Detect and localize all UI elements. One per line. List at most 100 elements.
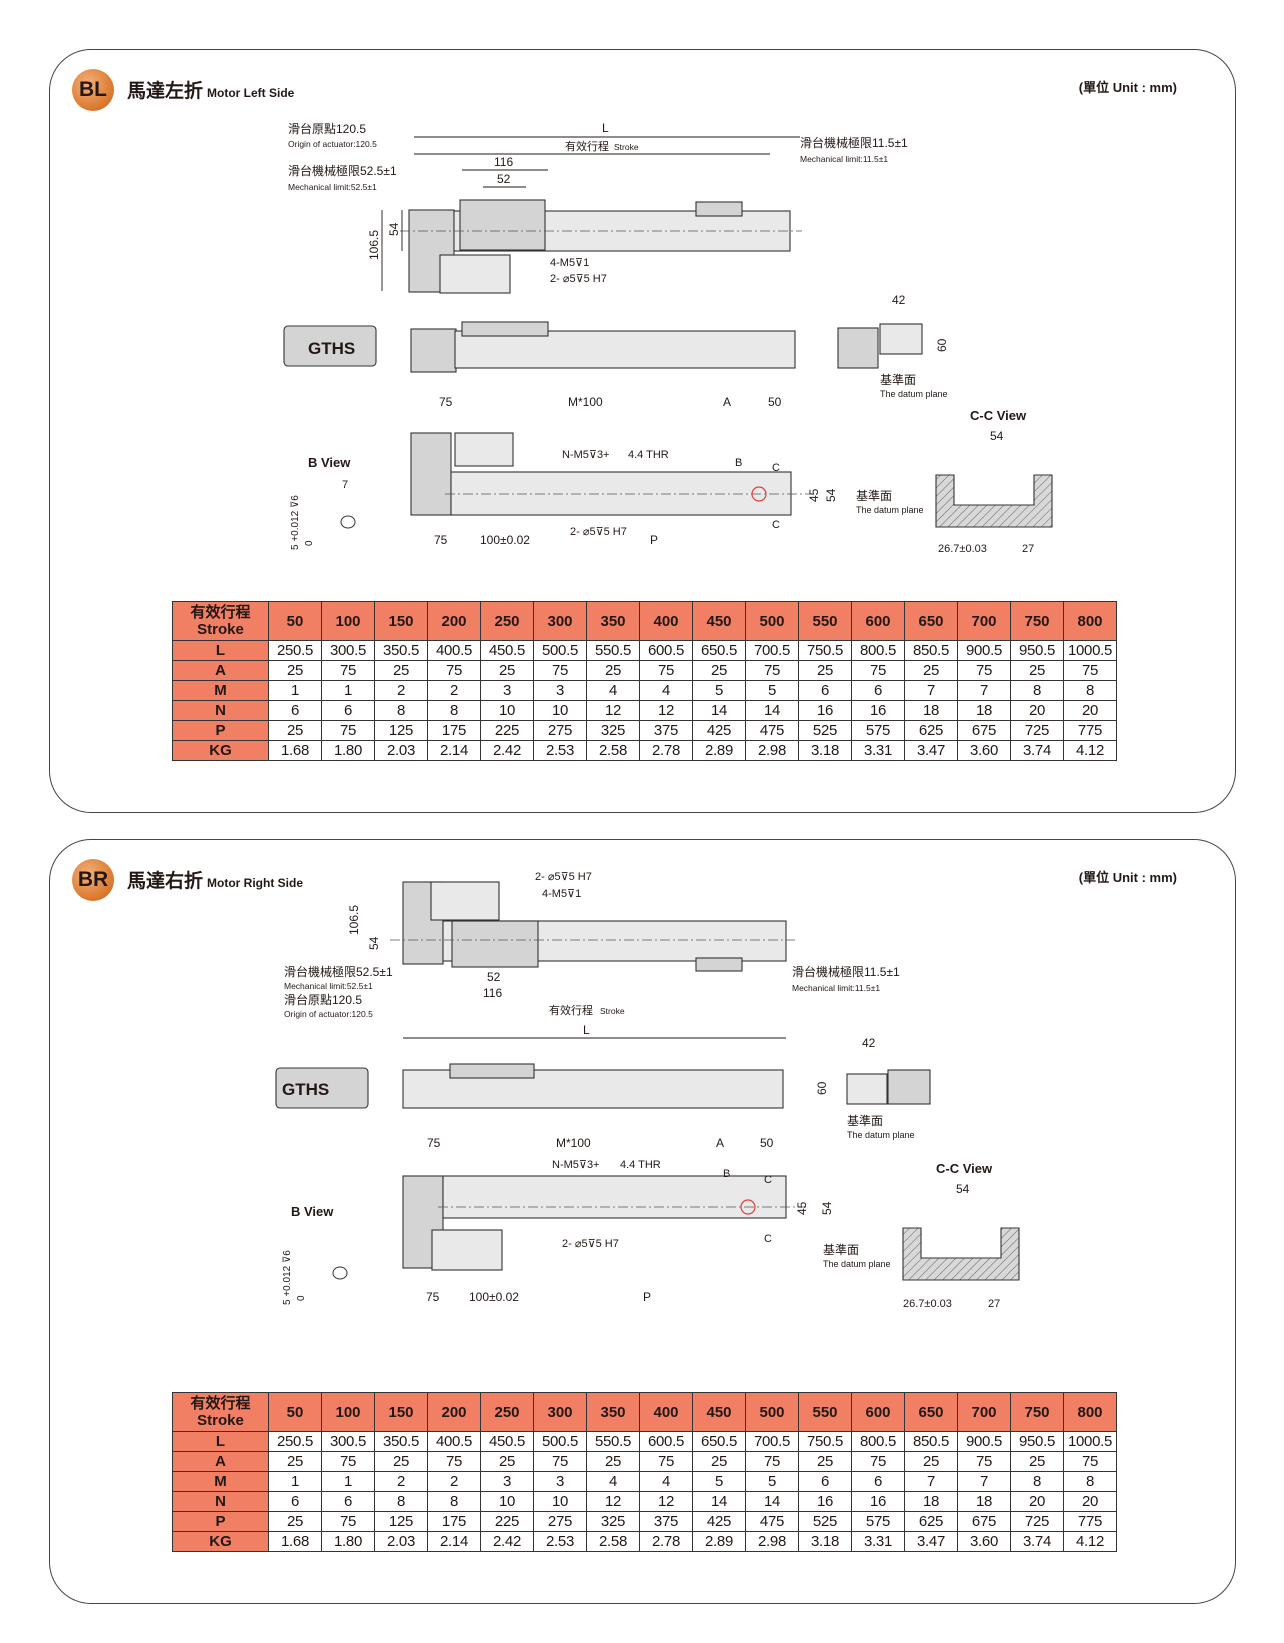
table-cell: 800.5 (851, 640, 905, 661)
stroke-label-en: Stroke (614, 142, 639, 152)
stroke-cell: 200 (427, 601, 481, 641)
mech-limit-left-en: Mechanical limit:52.5±1 (288, 182, 377, 192)
table-cell: 8 (427, 1491, 481, 1512)
table-cell: 14 (692, 1491, 746, 1512)
table-cell: 16 (851, 700, 905, 721)
table-cell: 700.5 (745, 1431, 799, 1452)
table-cell: 2.58 (586, 1531, 640, 1552)
table-cell: 6 (321, 1491, 375, 1512)
table-cell: 1.68 (268, 740, 322, 761)
dim-45-label: 45 (807, 488, 821, 502)
stroke-label-cn: 有效行程 (565, 139, 609, 153)
table-cell: 2.14 (427, 740, 481, 761)
table-cell: 325 (586, 720, 640, 741)
table-cell: 1 (268, 1471, 322, 1492)
dim-60-label: 60 (935, 338, 949, 352)
stroke-cell: 800 (1063, 601, 1117, 641)
cc-view-267: 26.7±0.03 (903, 1298, 952, 1310)
mech-limit-left-cn: 滑台機械極限52.5±1 (284, 964, 393, 979)
stroke-cell: 50 (268, 601, 322, 641)
stroke-cell: 300 (533, 1392, 587, 1432)
table-cell: 12 (639, 1491, 693, 1512)
dim-42-label: 42 (862, 1036, 876, 1050)
table-cell: 2 (427, 1471, 481, 1492)
b-view-title: B View (308, 455, 351, 470)
mech-limit-right-cn: 滑台機械極限11.5±1 (792, 964, 900, 979)
b-view-hole (340, 515, 356, 529)
b-view-title: B View (291, 1204, 334, 1219)
table-cell: 550.5 (586, 1431, 640, 1452)
mech-limit-right-en: Mechanical limit:11.5±1 (792, 983, 880, 993)
datum-cn-2: 基準面 (823, 1242, 859, 1257)
table-cell: 600.5 (639, 1431, 693, 1452)
pin-callout: 2- ⌀5⊽5 H7 (535, 871, 592, 883)
table-cell: 4 (586, 680, 640, 701)
table-cell: 5 (745, 680, 799, 701)
table-cell: 450.5 (480, 1431, 534, 1452)
table-cell: 8 (1063, 1471, 1117, 1492)
table-cell: 250.5 (268, 640, 322, 661)
table-cell: 675 (957, 720, 1011, 741)
dim-54-bottom-label: 54 (820, 1201, 834, 1215)
dim-m100-label: M*100 (568, 395, 603, 409)
table-cell: 1000.5 (1063, 1431, 1117, 1452)
dim-75-top: 75 (427, 1136, 441, 1150)
table-cell: 25 (798, 660, 852, 681)
table-cell: 8 (427, 700, 481, 721)
cc-view-27: 27 (1022, 543, 1034, 555)
table-cell: 2.89 (692, 740, 746, 761)
mech-limit-left-cn: 滑台機械極限52.5±1 (288, 163, 397, 178)
table-cell: 20 (1010, 1491, 1064, 1512)
table-cell: 675 (957, 1511, 1011, 1532)
datum-en-2: The datum plane (856, 505, 924, 515)
table-cell: 175 (427, 1511, 481, 1532)
mech-limit-left-en: Mechanical limit:52.5±1 (284, 981, 373, 991)
logo-text: GTHS (308, 339, 355, 358)
datum-en: The datum plane (880, 389, 948, 399)
stroke-cell: 500 (745, 601, 799, 641)
origin-cn: 滑台原點120.5 (288, 121, 366, 136)
table-cell: 275 (533, 1511, 587, 1532)
table-cell: 8 (374, 1491, 428, 1512)
end-view-motor (887, 1069, 931, 1105)
table-cell: 3 (533, 680, 587, 701)
highlight-circle (740, 1199, 756, 1215)
table-cell: 2.78 (639, 1531, 693, 1552)
dim-116-label: 116 (483, 986, 502, 1000)
table-cell: 425 (692, 720, 746, 741)
table-cell: 475 (745, 1511, 799, 1532)
table-cell: 750.5 (798, 1431, 852, 1452)
table-cell: 2.89 (692, 1531, 746, 1552)
table-cell: 775 (1063, 1511, 1117, 1532)
table-cell: 75 (427, 1451, 481, 1472)
motor-body (439, 254, 511, 294)
table-cell: 3.74 (1010, 1531, 1064, 1552)
mech-limit-right-cn: 滑台機械極限11.5±1 (800, 135, 908, 150)
table-cell: 300.5 (321, 640, 375, 661)
motor-right-side-drawing: 106.5 54 2- ⌀5⊽5 H7 4-M5⊽1 滑台機械極限52.5±1 … (275, 871, 1020, 1310)
table-cell: 3.60 (957, 1531, 1011, 1552)
panel-badge: BL (72, 69, 114, 111)
table-cell: 375 (639, 1511, 693, 1532)
cc-view-267: 26.7±0.03 (938, 543, 987, 555)
cc-section (935, 474, 1053, 528)
table-cell: 800.5 (851, 1431, 905, 1452)
table-cell: 3 (480, 680, 534, 701)
dim-45-label: 45 (795, 1201, 809, 1215)
table-cell: 2.53 (533, 740, 587, 761)
table-cell: 75 (321, 1511, 375, 1532)
dim-54-label: 54 (367, 936, 381, 950)
panel-title-en: Motor Left Side (207, 86, 295, 100)
dim-75-bottom: 75 (426, 1290, 440, 1304)
table-cell: 500.5 (533, 640, 587, 661)
actuator-body-bottom (450, 471, 792, 516)
table-cell: 950.5 (1010, 640, 1064, 661)
table-cell: 650.5 (692, 1431, 746, 1452)
table-cell: 7 (904, 1471, 958, 1492)
